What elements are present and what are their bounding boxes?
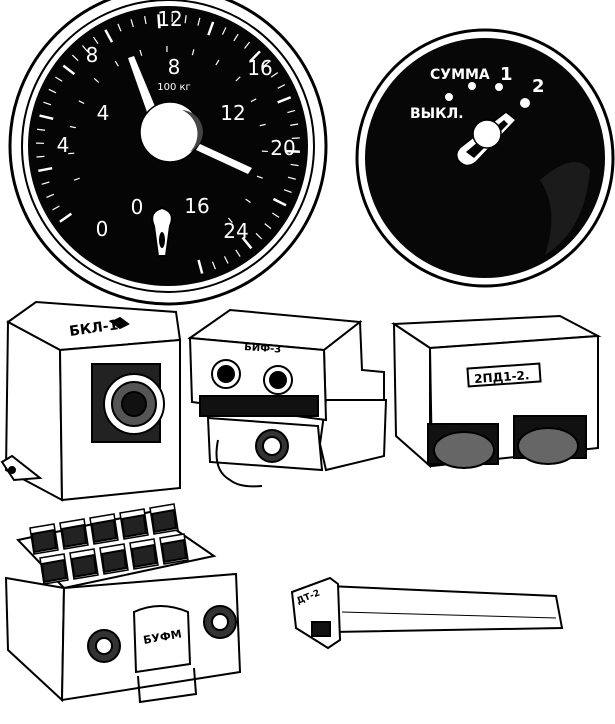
bkl-foot-hole: [9, 467, 15, 473]
bufm-relay-cell-shade: [132, 545, 156, 567]
center-handle: [200, 396, 318, 416]
gauge-inner-label-0: 0: [131, 195, 144, 219]
center-left-knob-cap: [218, 366, 234, 382]
switch-knob-hub: [473, 120, 501, 148]
gauge-inner-label-8: 8: [168, 55, 181, 79]
bkl-connector-pins: [122, 392, 146, 416]
gauge-inner-label-16: 16: [184, 194, 209, 218]
gauge-outer-label-4: 4: [57, 133, 70, 157]
switch-label-2: 2: [532, 76, 545, 97]
switch-label-off: ВЫКЛ.: [410, 106, 464, 122]
bufm-relay-cell-shade: [152, 510, 176, 532]
selector-switch: СУММА 1 2 ВЫКЛ.: [357, 30, 613, 286]
ppd-left-side: [394, 324, 430, 466]
unit-probe: ДТ-2: [292, 578, 562, 648]
gauge-outer-label-0: 0: [96, 217, 109, 241]
bufm-relay-cell-shade: [122, 515, 146, 537]
unit-bufm: БУФМ: [6, 504, 240, 702]
ppd-left-connector: [434, 432, 494, 468]
unit-center: БИФ-3: [190, 310, 386, 486]
bufm-left-side: [6, 578, 64, 700]
gauge-inner-label-4: 4: [97, 101, 110, 125]
gauge-screw-slot: [159, 232, 165, 248]
switch-position-dot-off: [445, 93, 453, 101]
bufm-relay-cell-shade: [72, 555, 96, 577]
switch-position-dot-summa: [468, 82, 476, 90]
bufm-left-connector-core: [96, 638, 112, 654]
switch-position-dot-1: [495, 83, 503, 91]
switch-position-dot-2: [520, 98, 530, 108]
unit-bkl-box: БКЛ-1: [2, 302, 180, 500]
gauge-outer-label-20: 20: [270, 136, 295, 160]
bufm-relay-cell-shade: [102, 550, 126, 572]
fuel-gauge: 0 4 8 12 16 20 24 0 4 8 12 16 100 кг: [10, 0, 326, 304]
bufm-relay-cell-shade: [62, 525, 86, 547]
gauge-tick: [36, 156, 44, 157]
probe-tube: [328, 586, 562, 632]
center-bracket: [320, 400, 386, 470]
gauge-outer-label-24: 24: [223, 219, 248, 243]
bufm-relay-cell-shade: [162, 540, 186, 562]
gauge-outer-label-8: 8: [86, 43, 99, 67]
gauge-unit-label: 100 кг: [157, 82, 191, 93]
ppd-right-connector: [518, 428, 578, 464]
center-right-knob-cap: [270, 372, 286, 388]
gauge-outer-label-12: 12: [157, 7, 182, 31]
bufm-relay-cell-shade: [32, 530, 56, 552]
gauge-outer-label-16: 16: [247, 56, 272, 80]
probe-terminal: [312, 622, 330, 636]
switch-label-1: 1: [500, 64, 513, 85]
gauge-hub: [140, 102, 200, 162]
bufm-right-connector-core: [212, 614, 228, 630]
bufm-relay-cell-shade: [42, 560, 66, 582]
gauge-inner-label-12: 12: [220, 101, 245, 125]
bufm-relay-cell-shade: [92, 520, 116, 542]
switch-label-summa: СУММА: [430, 67, 490, 83]
unit-ppd-box: 2ПД1-2.: [394, 316, 598, 468]
center-connector-core: [263, 437, 281, 455]
